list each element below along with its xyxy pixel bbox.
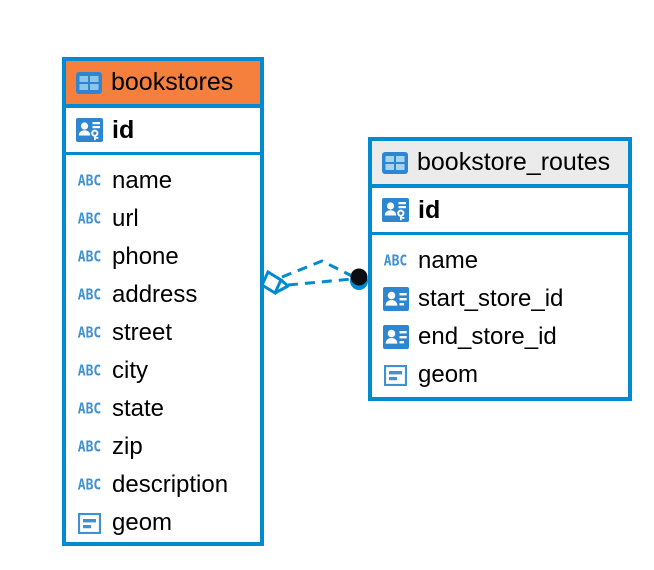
abc-text-icon: ABC	[77, 362, 102, 380]
primary-key-icon	[382, 198, 409, 222]
field-label: city	[112, 357, 148, 384]
abc-text-icon: ABC	[77, 476, 102, 494]
field-row-end-store-id[interactable]: end_store_id	[372, 318, 628, 356]
field-row-zip[interactable]: ABC zip	[66, 428, 260, 466]
abc-text-icon: ABC	[383, 252, 408, 270]
field-row-phone[interactable]: ABC phone	[66, 238, 260, 276]
entity-title: bookstore_routes	[417, 148, 611, 176]
abc-text-icon: ABC	[77, 400, 102, 418]
field-row-primary-key[interactable]: id	[372, 188, 628, 235]
field-row-street[interactable]: ABC street	[66, 314, 260, 352]
table-grid-icon	[382, 151, 408, 174]
abc-text-icon: ABC	[77, 438, 102, 456]
field-label: phone	[112, 243, 179, 270]
field-row-primary-key[interactable]: id	[66, 108, 260, 155]
entity-table-bookstores[interactable]: bookstores id ABC name	[62, 57, 264, 546]
field-label: name	[112, 167, 173, 194]
table-grid-icon	[76, 71, 102, 94]
field-label: url	[112, 205, 139, 232]
field-label: end_store_id	[418, 323, 557, 350]
field-label: name	[418, 247, 479, 274]
field-list-bookstore-routes: ABC name start_store_id	[372, 235, 628, 402]
field-row-name[interactable]: ABC name	[66, 162, 260, 200]
field-label: start_store_id	[418, 285, 564, 312]
field-list-bookstores: ABC name ABC url ABC phone ABC address A…	[66, 155, 260, 550]
field-row-state[interactable]: ABC state	[66, 390, 260, 428]
field-row-geom[interactable]: geom	[66, 504, 260, 542]
field-label: geom	[418, 361, 479, 388]
relationship-line-lower	[287, 277, 353, 287]
geometry-icon	[76, 512, 103, 534]
geometry-icon	[382, 364, 409, 386]
field-label: street	[112, 319, 173, 346]
primary-key-icon	[76, 118, 103, 142]
abc-text-icon: ABC	[77, 324, 102, 342]
field-row-name[interactable]: ABC name	[372, 242, 628, 280]
field-row-description[interactable]: ABC description	[66, 466, 260, 504]
field-row-address[interactable]: ABC address	[66, 276, 260, 314]
entity-table-bookstore-routes[interactable]: bookstore_routes id ABC name	[368, 137, 632, 401]
field-label: description	[112, 471, 229, 498]
foreign-key-icon	[382, 325, 409, 349]
field-row-geom[interactable]: geom	[372, 356, 628, 394]
entity-header-bookstore-routes[interactable]: bookstore_routes	[372, 141, 628, 188]
field-label: address	[112, 281, 198, 308]
abc-text-icon: ABC	[77, 172, 102, 190]
field-row-city[interactable]: ABC city	[66, 352, 260, 390]
diamond-crowsfoot-marker	[260, 269, 290, 296]
field-label: id	[418, 195, 441, 224]
field-label: id	[112, 115, 135, 144]
field-label: zip	[112, 433, 143, 460]
entity-header-bookstores[interactable]: bookstores	[66, 61, 260, 108]
relationship-line-upper	[281, 259, 353, 279]
entity-title: bookstores	[111, 68, 234, 96]
foreign-key-icon	[382, 287, 409, 311]
abc-text-icon: ABC	[77, 248, 102, 266]
filled-circle-marker	[350, 268, 368, 290]
abc-text-icon: ABC	[77, 210, 102, 228]
field-label: geom	[112, 509, 173, 536]
field-label: state	[112, 395, 165, 422]
abc-text-icon: ABC	[77, 286, 102, 304]
field-row-start-store-id[interactable]: start_store_id	[372, 280, 628, 318]
field-row-url[interactable]: ABC url	[66, 200, 260, 238]
